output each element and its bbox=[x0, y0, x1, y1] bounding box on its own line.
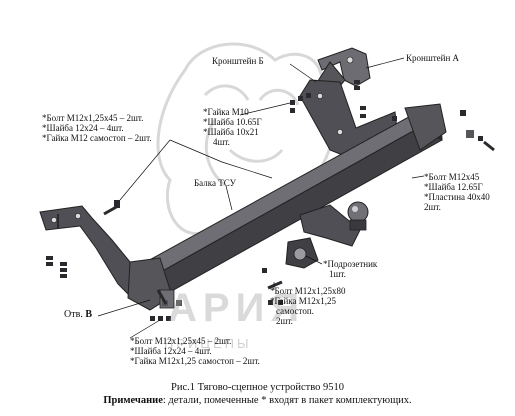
label-line: *Гайка М10 bbox=[203, 107, 249, 117]
watermark-tagline: ПРИЦЕПЫ bbox=[164, 336, 252, 351]
label-line: *Болт М12x1,25x45 – 2шт. bbox=[42, 113, 144, 123]
label-line: *Шайба 10x21 bbox=[203, 127, 259, 137]
label-line: *Подрозетник bbox=[323, 259, 378, 269]
label-line: 4шт. bbox=[213, 137, 230, 147]
label-line: *Шайба 10.65Г bbox=[203, 117, 262, 127]
label-socket-holder: *Подрозетник 1шт. bbox=[323, 259, 377, 279]
note-label: Примечание bbox=[103, 395, 163, 406]
towbar-beam bbox=[127, 103, 447, 311]
label-line: *Болт М12x1,25x80 bbox=[270, 286, 346, 296]
label-bolts-center: *Болт М12x1,25x80 *Гайка М12x1,25 самост… bbox=[270, 286, 345, 326]
label-line: *Гайка М12 самостоп – 2шт. bbox=[42, 133, 152, 143]
label-line: *Болт М12x1,25x45 – 2шт. bbox=[130, 336, 232, 346]
fasteners-center bbox=[262, 268, 283, 305]
fasteners-bottom bbox=[150, 289, 182, 321]
label-bracket-a: Кронштейн А bbox=[406, 53, 460, 63]
note-text: : детали, помеченные * входят в пакет ко… bbox=[162, 395, 412, 406]
label-line: *Болт М12x45 bbox=[424, 172, 480, 182]
leader-lines bbox=[97, 57, 425, 339]
label-hole-letter: В bbox=[85, 309, 92, 320]
figure-note: Примечание: детали, помеченные * входят … bbox=[0, 395, 515, 407]
label-line: 1шт. bbox=[329, 269, 346, 279]
label-bolts-left: *Болт М12x1,25x45 – 2шт. *Шайба 12x24 – … bbox=[42, 113, 152, 143]
fasteners-left bbox=[46, 200, 120, 278]
label-hole-prefix: Отв. bbox=[64, 309, 83, 320]
label-line: *Гайка М12x1,25 самостоп – 2шт. bbox=[130, 356, 260, 366]
watermark-brand: АРИЯ bbox=[168, 286, 306, 330]
label-line: *Шайба 12x24 – 4шт. bbox=[130, 346, 212, 356]
fasteners-right bbox=[460, 110, 495, 152]
label-nuts-top: *Гайка М10 *Шайба 10.65Г *Шайба 10x21 4ш… bbox=[203, 107, 262, 147]
label-line: 2шт. bbox=[424, 202, 441, 212]
label-line: *Шайба 12.65Г bbox=[424, 182, 483, 192]
label-bolts-right: *Болт М12x45 *Шайба 12.65Г *Пластина 40x… bbox=[424, 172, 490, 212]
label-line: *Шайба 12x24 – 4шт. bbox=[42, 123, 124, 133]
label-line: самостоп. bbox=[276, 306, 314, 316]
figure-caption: Рис.1 Тягово-сцепное устройство 9510 bbox=[171, 382, 344, 393]
label-line: 2шт. bbox=[276, 316, 293, 326]
label-bolts-bottom: *Болт М12x1,25x45 – 2шт. *Шайба 12x24 – … bbox=[130, 336, 260, 366]
label-hole-v: Отв. В bbox=[64, 310, 92, 320]
label-beam: Балка ТСУ bbox=[194, 178, 236, 188]
socket-holder bbox=[285, 237, 319, 269]
label-line: *Пластина 40x40 bbox=[424, 192, 490, 202]
label-bracket-b: Кронштейн Б bbox=[212, 56, 264, 66]
fasteners-top bbox=[290, 80, 397, 121]
label-line: *Гайка М12x1,25 bbox=[270, 296, 337, 306]
tow-ball bbox=[299, 201, 369, 247]
